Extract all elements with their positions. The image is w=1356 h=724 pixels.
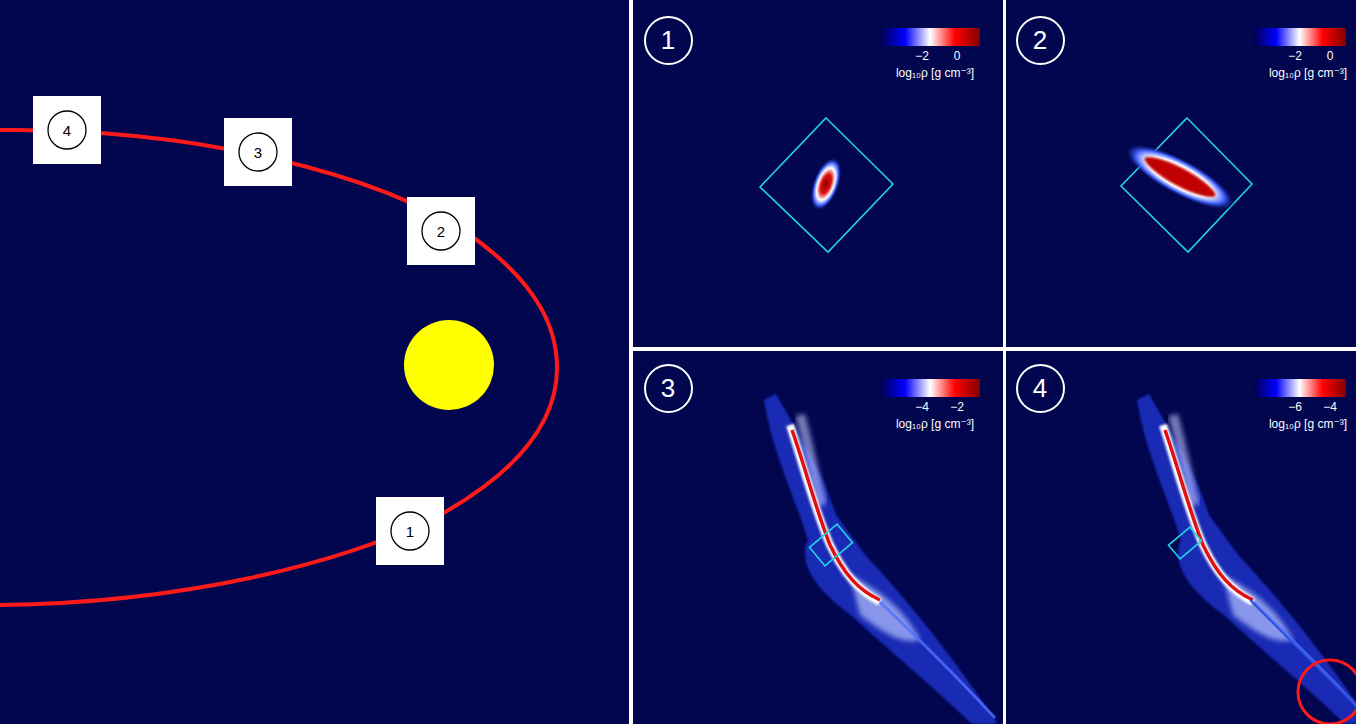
position-marker-box: 2 (407, 197, 475, 265)
panel-number-circle: 1 (643, 15, 694, 66)
colorbar-tick: −6 (1288, 400, 1302, 414)
callout-number: 4 (63, 122, 71, 139)
colorbar-tick: −2 (1288, 49, 1302, 63)
colorbar-tick: 0 (954, 49, 961, 63)
colorbar-tick: −2 (915, 49, 929, 63)
position-marker-box: 4 (33, 96, 101, 164)
callout-number: 4 (1033, 373, 1047, 404)
position-marker-box: 1 (376, 497, 444, 565)
colorbar-tick: −4 (915, 400, 929, 414)
colorbar-tick: −2 (950, 400, 964, 414)
colorbar-label: log₁₀ρ [g cm⁻³] (1269, 417, 1347, 431)
callout-number: 1 (661, 25, 675, 56)
colorbar-label: log₁₀ρ [g cm⁻³] (1269, 66, 1347, 80)
callout-number: 3 (254, 144, 262, 161)
colorbar-tick: −4 (1323, 400, 1337, 414)
position-marker-box: 3 (224, 118, 292, 186)
panel-number-circle: 3 (643, 363, 694, 414)
callout-number: 2 (437, 223, 445, 240)
colorbar-label: log₁₀ρ [g cm⁻³] (896, 417, 974, 431)
callout-number: 2 (1033, 25, 1047, 56)
colorbar-label: log₁₀ρ [g cm⁻³] (896, 66, 974, 80)
colorbar-tick: 0 (1327, 49, 1334, 63)
panel-number-circle: 4 (1015, 363, 1066, 414)
panel-number-circle: 2 (1015, 15, 1066, 66)
callout-number: 3 (661, 373, 675, 404)
callout-number: 1 (406, 523, 414, 540)
